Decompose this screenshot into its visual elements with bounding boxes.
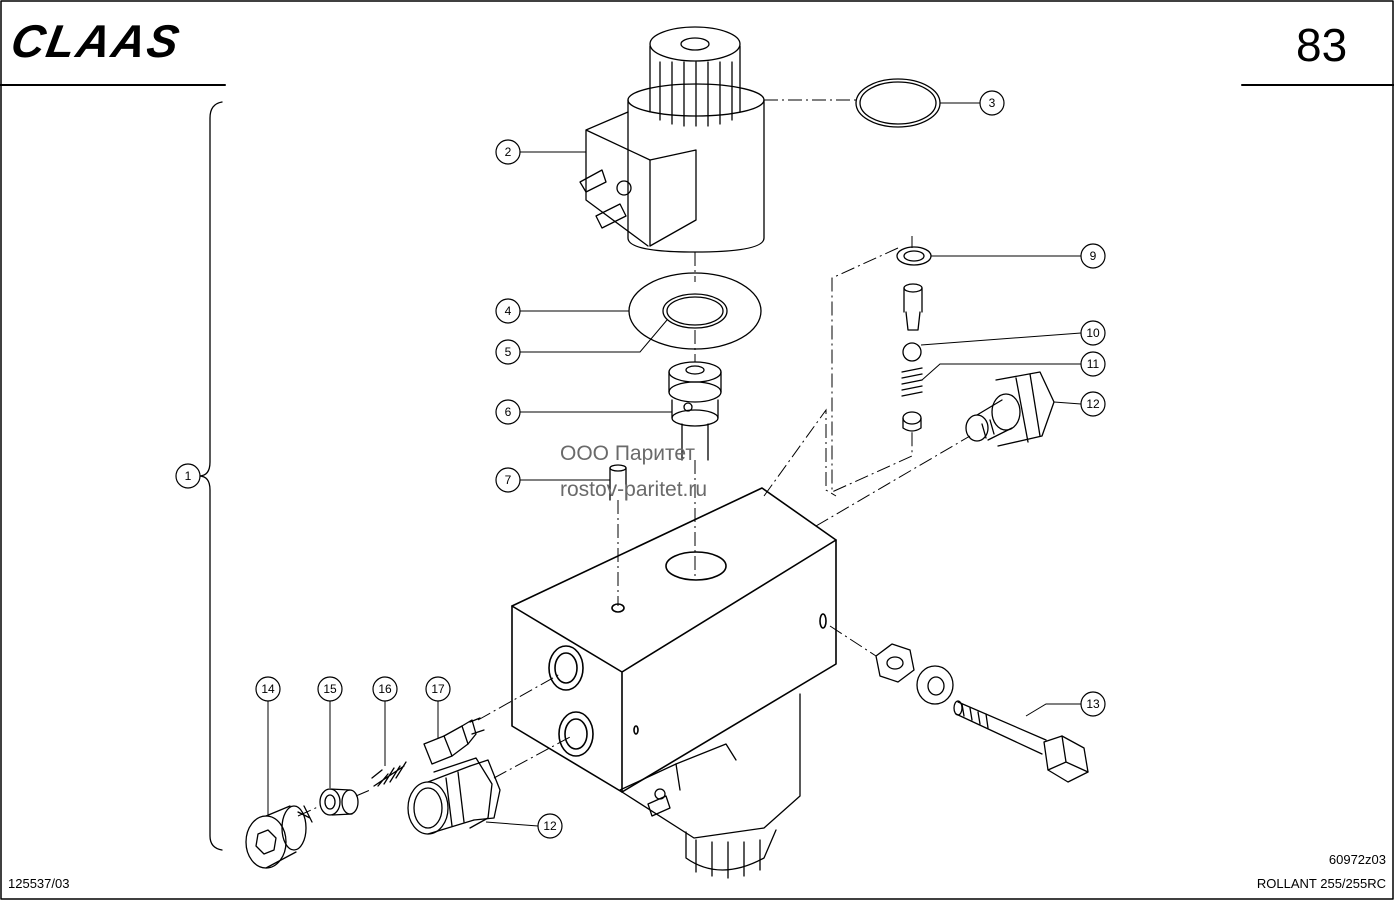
callout-10: 10 [1080, 320, 1106, 346]
svg-text:16: 16 [378, 682, 392, 696]
callout-11: 11 [1080, 351, 1106, 377]
sleeve [319, 788, 359, 816]
callout-16: 16 [372, 676, 398, 702]
svg-text:12: 12 [543, 819, 557, 833]
callout-4: 4 [495, 298, 521, 324]
svg-text:17: 17 [431, 682, 445, 696]
watermark-website: rostov-paritet.ru [560, 478, 708, 501]
callout-9: 9 [1080, 243, 1106, 269]
solenoid-coil [579, 26, 765, 253]
callout-1: 1 [175, 463, 201, 489]
svg-text:13: 13 [1086, 697, 1100, 711]
bolt-assembly [875, 643, 1089, 783]
svg-text:7: 7 [505, 473, 512, 487]
callout-12-upper: 12 [1080, 391, 1106, 417]
svg-text:14: 14 [261, 682, 275, 696]
page-number: 83 [1296, 19, 1348, 71]
svg-text:9: 9 [1090, 249, 1097, 263]
svg-text:10: 10 [1086, 326, 1100, 340]
svg-text:15: 15 [323, 682, 337, 696]
check-valve-parts [896, 246, 932, 432]
svg-text:1: 1 [185, 469, 192, 483]
callout-14: 14 [255, 676, 281, 702]
svg-text:6: 6 [505, 405, 512, 419]
lower-solenoid [619, 693, 801, 879]
svg-text:11: 11 [1087, 357, 1100, 371]
poppet [423, 717, 485, 765]
callout-17: 17 [425, 676, 451, 702]
callout-6: 6 [495, 399, 521, 425]
callout-12-lower: 12 [537, 813, 563, 839]
callout-15: 15 [317, 676, 343, 702]
watermark-company: ООО Паритет [560, 442, 696, 465]
footer-code: 125537/03 [8, 876, 70, 891]
plug [245, 805, 313, 869]
drawing-number: 60972z03 [1328, 852, 1386, 867]
svg-text:5: 5 [505, 345, 512, 359]
fitting-upper [965, 371, 1055, 447]
callout-7: 7 [495, 467, 521, 493]
svg-text:2: 2 [505, 145, 512, 159]
callout-5: 5 [495, 339, 521, 365]
valve-block [511, 487, 837, 793]
spring [371, 761, 407, 787]
svg-text:12: 12 [1086, 397, 1100, 411]
svg-text:4: 4 [505, 304, 512, 318]
model-name: ROLLANT 255/255RC [1256, 876, 1386, 891]
callout-13: 13 [1080, 691, 1106, 717]
callout-2: 2 [495, 139, 521, 165]
group-bracket [198, 101, 223, 851]
fitting-lower [407, 757, 501, 835]
svg-text:3: 3 [989, 96, 996, 110]
callout-3: 3 [979, 90, 1005, 116]
